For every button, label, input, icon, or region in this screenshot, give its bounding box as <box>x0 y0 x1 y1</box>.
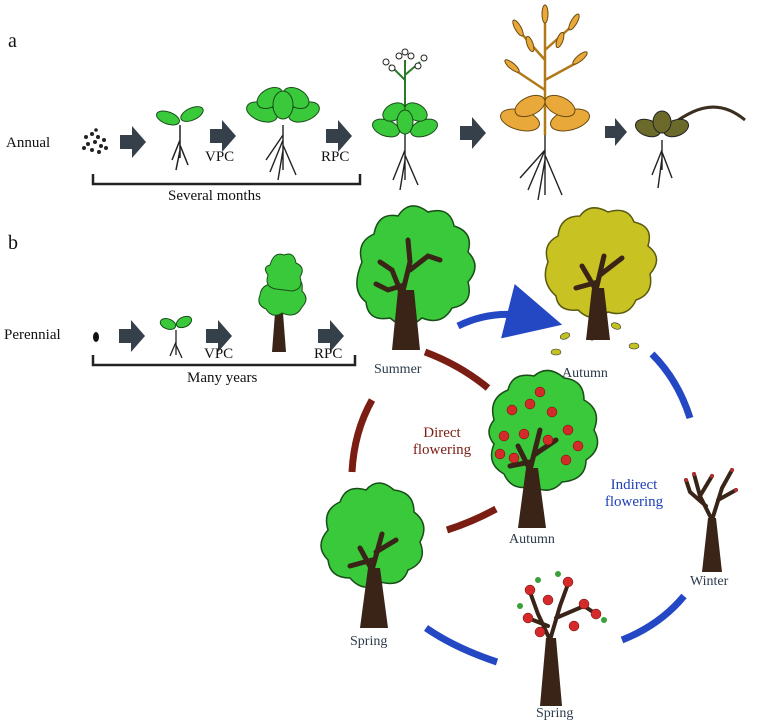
panel-letter-a: a <box>8 30 17 52</box>
indirect-flowering-label: Indirect flowering <box>604 477 664 510</box>
seed-icon <box>93 332 99 342</box>
indirect-path-autumn-to-winter <box>649 351 694 420</box>
indirect-path-summer-to-autumn <box>456 284 563 339</box>
rpc-label-perennial: RPC <box>314 346 343 362</box>
perennial-label: Perennial <box>4 327 61 343</box>
vpc-label-perennial: VPC <box>204 346 234 362</box>
duration-label-annual: Several months <box>168 188 261 204</box>
stage-arrow-icon <box>120 126 146 158</box>
autumn-tree-icon <box>544 207 658 356</box>
flowering-spring-tree-icon <box>517 571 607 706</box>
duration-bracket <box>91 355 357 367</box>
season-label-winter: Winter <box>690 574 729 589</box>
spring-tree-icon <box>320 482 425 628</box>
young-tree-icon <box>258 253 307 352</box>
season-label-spring-bottom: Spring <box>536 706 574 721</box>
panel-letter-b: b <box>8 232 18 254</box>
stage-arrow-icon <box>460 117 486 149</box>
rosette-plant-icon <box>246 87 320 181</box>
rpc-label-annual: RPC <box>321 149 350 165</box>
flowering-autumn-tree-icon <box>488 369 599 528</box>
duration-label-perennial: Many years <box>187 370 258 386</box>
duration-bracket <box>91 174 362 186</box>
stage-arrow-icon <box>119 320 145 352</box>
stage-arrow-icon <box>206 320 232 352</box>
indirect-path-winter-to-spring <box>620 593 687 644</box>
summer-tree-icon <box>356 205 476 350</box>
stage-arrow-icon <box>326 120 352 152</box>
season-label-autumn-center: Autumn <box>509 532 555 547</box>
seedling-icon <box>156 106 204 171</box>
season-label-autumn-top: Autumn <box>562 366 608 381</box>
stage-arrow-icon <box>605 118 627 146</box>
annual-label: Annual <box>6 135 51 151</box>
direct-path-autumn-to-spring <box>445 505 498 534</box>
vpc-label-annual: VPC <box>205 149 235 165</box>
indirect-path-spring-to-spring <box>424 625 499 666</box>
flowering-plant-icon <box>372 48 438 191</box>
winter-tree-icon <box>684 468 738 572</box>
direct-path-spring-to-summer <box>348 398 376 473</box>
seedling-icon <box>159 315 193 359</box>
season-label-summer: Summer <box>374 362 422 377</box>
dead-plant-icon <box>634 105 746 189</box>
direct-flowering-label: Direct flowering <box>412 425 472 458</box>
stage-arrow-icon <box>318 320 344 352</box>
direct-path-summer-to-autumn <box>423 348 491 391</box>
senescing-plant-icon <box>500 4 590 201</box>
seeds-icon <box>82 128 108 154</box>
season-label-spring-left: Spring <box>350 634 388 649</box>
stage-arrow-icon <box>210 120 236 152</box>
